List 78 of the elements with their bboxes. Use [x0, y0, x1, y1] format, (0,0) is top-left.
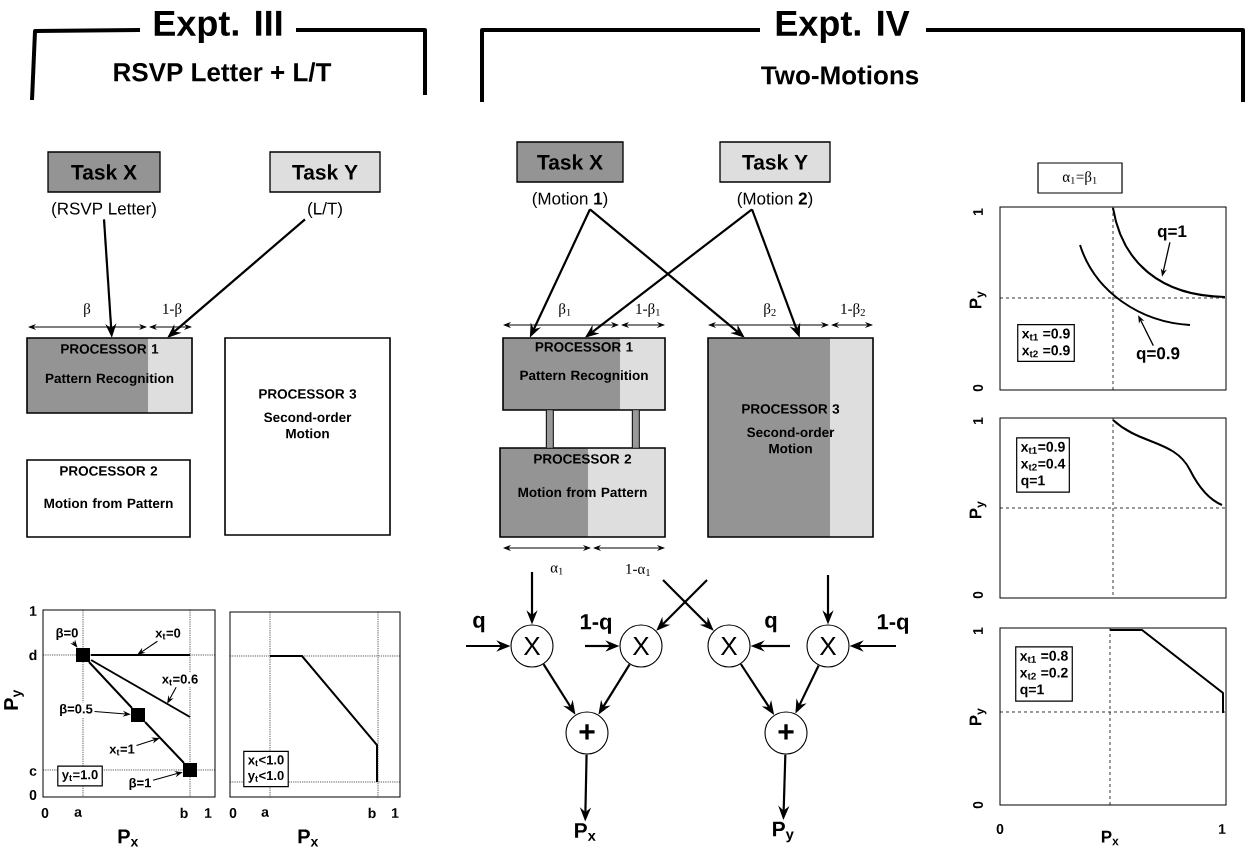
tick-label: 0 [996, 824, 1004, 834]
tick-label: a [261, 809, 269, 817]
task-box: Task X [516, 141, 624, 183]
parameter-box: x$_{t}$<1.0 y$_{t}$<1.0 [243, 750, 289, 788]
tick-label: b [180, 807, 188, 819]
connector-bar [545, 410, 554, 448]
output-label: P$_{y}$ [770, 820, 796, 844]
tick-label: b [368, 807, 376, 819]
processor-box: PROCESSOR 3 Second-order Motion [707, 337, 874, 538]
tick-label: d [29, 649, 37, 661]
parameter-box: x$_{t1}$ =0.9 x$_{t2}$ =0.9 [1017, 324, 1075, 362]
tick-label: 1 [973, 417, 983, 424]
data-point [76, 648, 90, 662]
tick-label: c [29, 768, 37, 776]
heading: Expt. III [154, 10, 282, 44]
dimension-label: β$_{2}$ [764, 303, 776, 317]
dimension-label: α$_{1}$ [550, 565, 563, 575]
axis-label: P$_{x}$ [298, 829, 319, 847]
task-box: Task Y [719, 141, 831, 183]
tick-label: a [74, 809, 82, 817]
tick-label: 0 [973, 801, 983, 809]
annotation-text: x$_{t}$=0.6 [160, 673, 200, 687]
edge-label: 1-q [875, 613, 911, 635]
tick-label: 1 [30, 606, 37, 616]
task-box: Task Y [269, 151, 381, 193]
dimension-label: 1-α$_{1}$ [626, 563, 650, 577]
connector-bar [631, 410, 640, 448]
dimension-label: 1-β$_{2}$ [841, 303, 865, 317]
dimension-label: 1-β [163, 303, 182, 317]
edge-label: 1-q [578, 613, 614, 635]
parameter-box: x$_{t1}$=0.9 x$_{t2}$=0.4 q=1 [1016, 437, 1070, 493]
heading: Expt. IV [776, 10, 910, 44]
tick-label: 0 [229, 808, 237, 818]
annotation-text: β=0 [54, 626, 80, 642]
task-subtitle: (Motion 1) [532, 192, 608, 208]
tick-label: 0 [41, 808, 49, 818]
dimension-label: β [84, 303, 91, 317]
processor-box: PROCESSOR 2 Motion from Pattern [499, 447, 666, 538]
plot-curve [1112, 207, 1226, 298]
processor-box: PROCESSOR 3 Second-order Motion [224, 337, 391, 536]
tick-label: 0 [973, 591, 983, 599]
dimension-label: 1-β$_{1}$ [636, 303, 660, 317]
task-subtitle: (Motion 2) [737, 192, 813, 208]
axis-label: P$_{x}$ [1101, 830, 1119, 846]
parameter-box: x$_{t1}$ =0.8 x$_{t2}$ =0.2 q=1 [1015, 646, 1073, 702]
task-box: Task X [47, 151, 161, 193]
edge-label: q [471, 614, 487, 634]
processor-box: PROCESSOR 1 Pattern Recognition [26, 337, 193, 414]
processor-box: PROCESSOR 2 Motion from Pattern [26, 459, 191, 538]
edge-label: q [763, 614, 779, 634]
annotation-text: β=1 [127, 776, 153, 792]
axis-label: P$_{x}$ [118, 829, 139, 847]
annotation-text: β=0.5 [57, 702, 95, 718]
axis-label: P$_{y}$ [4, 689, 24, 710]
axis-label: P$_{y}$ [969, 291, 987, 309]
tick-label: 1 [392, 808, 399, 818]
output-label: P$_{x}$ [572, 821, 598, 843]
tick-label: 1 [1219, 824, 1226, 834]
leader-line [137, 640, 158, 655]
parameter-box: α$_{1}$=β$_{1}$ [1037, 162, 1123, 194]
axis-label: P$_{y}$ [969, 708, 987, 726]
annotation-text: x$_{t}$=0 [153, 627, 183, 641]
annotation-text: q=0.9 [1134, 345, 1182, 365]
task-subtitle: (L/T) [308, 202, 342, 218]
tick-label: 1 [973, 627, 983, 634]
tick-label: 0 [29, 790, 37, 800]
task-subtitle: (RSVP Letter) [52, 202, 156, 218]
dimension-label: β$_{1}$ [559, 303, 571, 317]
tick-label: 0 [973, 384, 983, 392]
processor-box: PROCESSOR 1 Pattern Recognition [502, 337, 666, 411]
tick-label: 1 [973, 208, 983, 215]
data-point [183, 763, 197, 777]
parameter-box: y$_{t}$=1.0 [57, 765, 103, 787]
tick-label: 1 [205, 808, 212, 818]
plot-curve [1079, 244, 1191, 326]
subheading: Two-Motions [761, 65, 919, 85]
subheading: RSVP Letter + L/T [114, 62, 332, 82]
axis-label: P$_{y}$ [969, 501, 987, 519]
